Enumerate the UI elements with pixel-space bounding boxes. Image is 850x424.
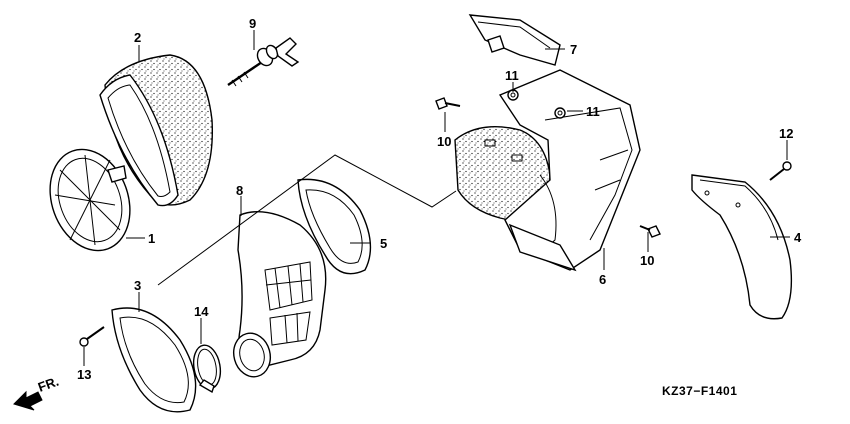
diagram-code: KZ37−F1401 [662,384,737,398]
callout-12: 12 [779,126,793,141]
callout-14: 14 [194,304,209,319]
callout-10-upper: 10 [437,134,451,149]
callout-6: 6 [599,272,606,287]
callout-2: 2 [134,30,141,45]
nut-part-11-upper [507,89,519,101]
screw-part-12 [769,161,792,181]
front-arrow: FR. [13,374,61,411]
band-clamp-part-14 [192,344,222,394]
callout-5: 5 [380,236,387,251]
callout-11-lower: 11 [586,104,600,119]
front-arrow-label: FR. [36,374,61,395]
callout-4: 4 [794,230,802,245]
mud-guard-part-4 [691,174,793,320]
bolt-part-10-upper [435,97,461,110]
leader-lines [83,30,790,366]
foam-element-part-2 [99,54,214,207]
callout-10-lower: 10 [640,253,654,268]
element-holder-part-1 [49,148,131,252]
callout-1: 1 [148,231,155,246]
gasket-part-5 [297,178,372,275]
wing-bolt-part-9 [227,37,300,87]
nut-part-11-lower [554,107,566,119]
callout-3: 3 [134,278,141,293]
callout-11-upper: 11 [505,68,519,83]
seal-ring-part-3 [111,307,197,413]
front-arrow-icon [13,390,43,411]
assembly-line [157,154,457,286]
intake-boot-part-8 [233,210,327,378]
callout-13: 13 [77,367,91,382]
callout-9: 9 [249,16,256,31]
air-cleaner-case-part-6 [454,69,641,272]
callout-7: 7 [570,42,577,57]
screw-part-13 [79,326,105,347]
bolt-part-10-lower [639,225,661,238]
callout-8: 8 [236,183,243,198]
cover-plate-part-7 [468,14,561,66]
